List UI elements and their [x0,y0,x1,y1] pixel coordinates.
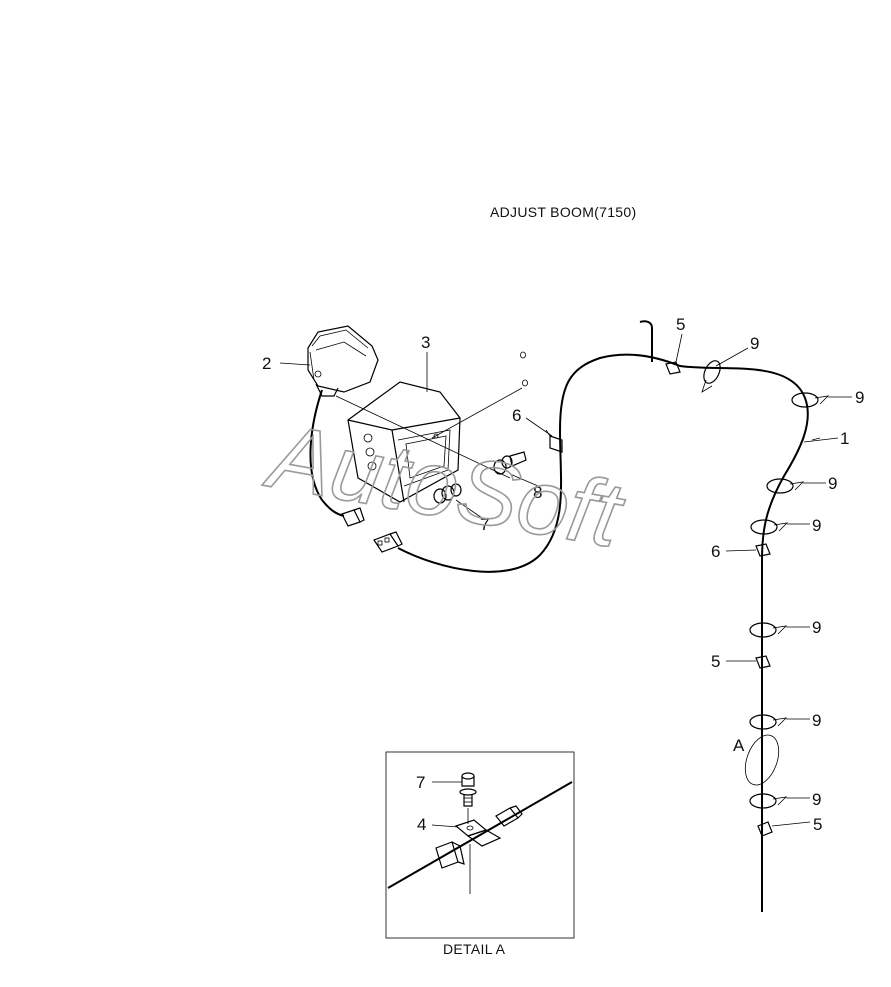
work-lamp [307,325,379,397]
harness-connector [373,531,403,553]
leader-6a [525,417,553,437]
leader-7 [455,499,483,519]
lamp-lead [309,389,345,517]
tie-9-top [701,360,721,393]
tie-9-4 [750,519,789,535]
label-6b: 6 [711,542,720,561]
leader-9a [715,347,749,367]
leader-6b [725,549,757,552]
label-1: 1 [840,429,849,448]
detail-a-box [385,751,575,939]
leader-8 [509,473,539,487]
leader-5a [675,333,683,363]
label-9g: 9 [812,790,821,809]
label-9f: 9 [812,711,821,730]
main-harness [397,353,809,912]
tie-9-7 [749,793,788,809]
detail-caption: DETAIL A [443,941,506,957]
lamp-connector [341,507,365,527]
label-9c: 9 [828,474,837,493]
label-9e: 9 [812,618,821,637]
leader-5c [771,821,811,827]
tie-9-6 [749,714,788,730]
label-5b: 5 [711,652,720,671]
washer-small [522,379,528,387]
label-2: 2 [262,354,271,373]
label-3: 3 [421,333,430,352]
tie-9-3 [766,478,805,494]
watermark: AutoSoft [258,404,632,567]
diagram-title: ADJUST BOOM(7150) [490,204,636,220]
clamp-5-lower [757,821,773,837]
label-7: 7 [480,515,489,534]
leader-1b [803,437,839,443]
washer-small [520,351,526,359]
clamp-5-upper [665,361,681,375]
label-6a: 6 [512,406,521,425]
label-9a: 9 [750,334,759,353]
harness-branch [639,320,653,362]
clip-6-lower [755,543,771,557]
detail-a-callout [744,734,780,786]
clamp-5-middle [755,655,771,669]
tie-9-2 [791,392,830,408]
label-8: 8 [533,483,542,502]
callout-a-label: A [733,736,745,755]
tie-9-5 [749,622,788,638]
label-9b: 9 [855,388,864,407]
label-5a: 5 [676,315,685,334]
label-5c: 5 [813,815,822,834]
assembly-line [431,387,523,439]
leader-1 [811,437,821,441]
detail-label-4: 4 [417,815,426,834]
nut-7 [433,483,462,504]
detail-leader-4 [431,824,459,828]
leader-2 [279,362,311,366]
label-9d: 9 [812,516,821,535]
bolt-8 [493,451,527,475]
assembly-line [335,395,511,479]
detail-label-7: 7 [416,773,425,792]
